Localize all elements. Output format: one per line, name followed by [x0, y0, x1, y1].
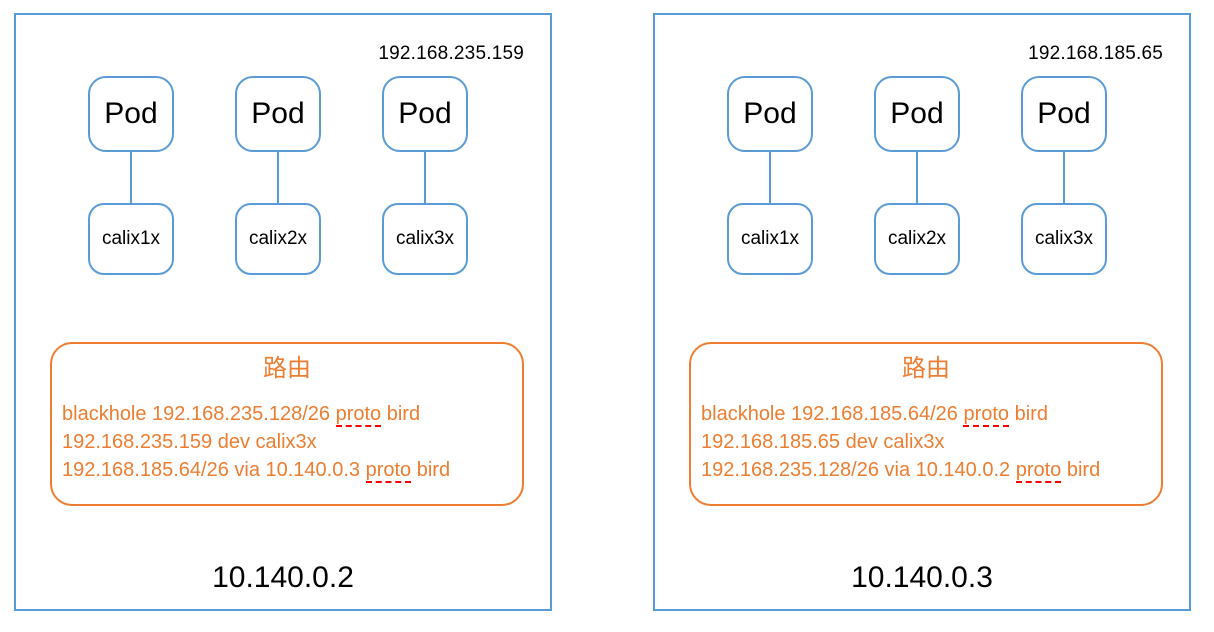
- pod-box: Pod: [1021, 76, 1107, 152]
- pod-group-1: Pod calix1x: [727, 76, 813, 275]
- pod-box: Pod: [382, 76, 468, 152]
- route-text: 192.168.235.159 dev calix3x: [62, 431, 317, 453]
- pod-group-1: Pod calix1x: [88, 76, 174, 275]
- veth-interface-box: calix1x: [88, 203, 174, 275]
- pod-label: Pod: [743, 97, 797, 130]
- route-table-entries: blackhole 192.168.235.128/26 proto bird …: [62, 400, 512, 484]
- route-table-title: 路由: [902, 355, 950, 382]
- route-text-spellchecked: proto: [365, 459, 412, 483]
- route-text: bird: [381, 403, 421, 425]
- route-text: blackhole 192.168.185.64/26: [701, 403, 964, 425]
- pod-group-3: Pod calix3x: [1021, 76, 1107, 275]
- route-table-box: 路由 blackhole 192.168.185.64/26 proto bir…: [689, 342, 1163, 506]
- veth-interface-box: calix3x: [382, 203, 468, 275]
- pod-group-2: Pod calix2x: [235, 76, 321, 275]
- pod-ip-label: 192.168.235.159: [378, 43, 524, 64]
- route-text-spellchecked: proto: [335, 403, 382, 427]
- pod-label: Pod: [890, 97, 944, 130]
- route-text: blackhole 192.168.235.128/26: [62, 403, 336, 425]
- veth-interface-label: calix1x: [101, 228, 161, 249]
- pod-label: Pod: [1037, 97, 1091, 130]
- route-entry: 192.168.235.128/26 via 10.140.0.2 proto …: [701, 456, 1151, 484]
- pod-veth-connector-line: [768, 152, 772, 203]
- node-panel-right: 192.168.185.65 Pod calix1x Pod calix2x P…: [653, 13, 1191, 611]
- pod-veth-connector-line: [129, 152, 133, 203]
- pod-ip-label: 192.168.185.65: [1028, 43, 1163, 64]
- route-text: bird: [1061, 459, 1101, 481]
- veth-interface-box: calix2x: [874, 203, 960, 275]
- pod-group-2: Pod calix2x: [874, 76, 960, 275]
- host-ip-label: 10.140.0.2: [212, 561, 354, 594]
- veth-interface-box: calix1x: [727, 203, 813, 275]
- veth-interface-label: calix3x: [1034, 228, 1094, 249]
- veth-interface-label: calix2x: [887, 228, 947, 249]
- veth-interface-label: calix3x: [395, 228, 455, 249]
- pod-veth-connector-line: [423, 152, 427, 203]
- veth-interface-box: calix2x: [235, 203, 321, 275]
- route-text-spellchecked: proto: [1015, 459, 1062, 483]
- route-entry: 192.168.235.159 dev calix3x: [62, 428, 512, 456]
- pod-label: Pod: [104, 97, 158, 130]
- route-text: bird: [411, 459, 451, 481]
- pod-box: Pod: [727, 76, 813, 152]
- route-text: 192.168.185.64/26 via 10.140.0.3: [62, 459, 366, 481]
- pod-box: Pod: [88, 76, 174, 152]
- pod-veth-connector-line: [915, 152, 919, 203]
- route-table-title: 路由: [263, 355, 311, 382]
- pod-veth-connector-line: [276, 152, 280, 203]
- pod-group-3: Pod calix3x: [382, 76, 468, 275]
- route-entry: 192.168.185.65 dev calix3x: [701, 428, 1151, 456]
- node-panel-left: 192.168.235.159 Pod calix1x Pod calix2x …: [14, 13, 552, 611]
- route-entry: 192.168.185.64/26 via 10.140.0.3 proto b…: [62, 456, 512, 484]
- veth-interface-label: calix1x: [740, 228, 800, 249]
- pod-label: Pod: [251, 97, 305, 130]
- route-table-entries: blackhole 192.168.185.64/26 proto bird 1…: [701, 400, 1151, 484]
- route-text: bird: [1009, 403, 1048, 425]
- route-entry: blackhole 192.168.235.128/26 proto bird: [62, 400, 512, 428]
- pod-box: Pod: [235, 76, 321, 152]
- host-ip-label: 10.140.0.3: [851, 561, 993, 594]
- pod-box: Pod: [874, 76, 960, 152]
- veth-interface-label: calix2x: [248, 228, 308, 249]
- route-entry: blackhole 192.168.185.64/26 proto bird: [701, 400, 1151, 428]
- route-text-spellchecked: proto: [963, 403, 1010, 427]
- pod-label: Pod: [398, 97, 452, 130]
- pod-veth-connector-line: [1062, 152, 1066, 203]
- route-table-box: 路由 blackhole 192.168.235.128/26 proto bi…: [50, 342, 524, 506]
- veth-interface-box: calix3x: [1021, 203, 1107, 275]
- route-text: 192.168.185.65 dev calix3x: [701, 431, 945, 453]
- route-text: 192.168.235.128/26 via 10.140.0.2: [701, 459, 1016, 481]
